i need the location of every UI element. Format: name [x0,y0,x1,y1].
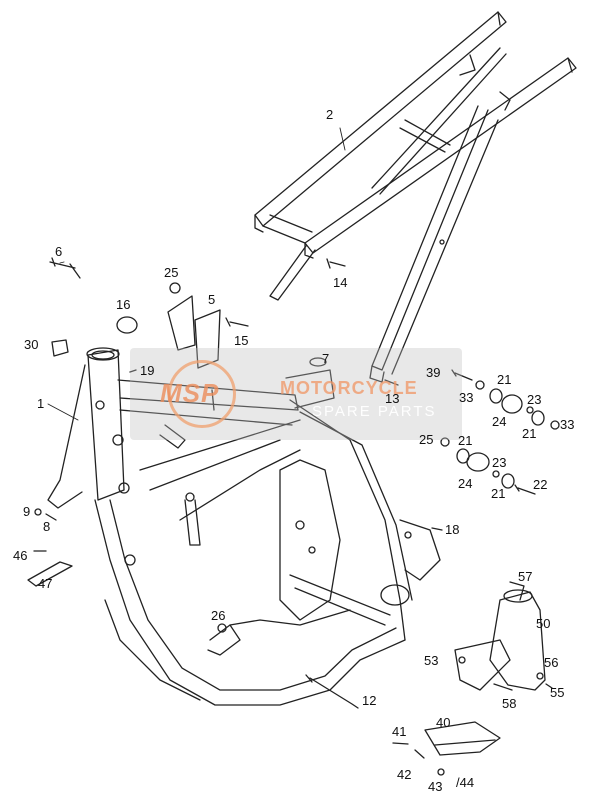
part-label-7: 7 [322,351,330,366]
small-hardware [27,257,560,776]
part-label-21c: 21 [458,433,473,448]
part-label-13: 13 [385,391,400,406]
part-label-25b: 25 [419,432,434,447]
watermark-badge-text: MSP [160,378,220,408]
part-label-33b: 33 [560,417,575,432]
part-label-21d: 21 [491,486,506,501]
part-label-6: 6 [55,244,63,259]
part-label-47: 47 [38,576,53,591]
watermark-panel: MSP MOTORCYCLE SPARE PARTS [130,348,462,440]
part-label-39: 39 [426,365,441,380]
part-label-26: 26 [211,608,226,623]
part-label-21a: 21 [497,372,512,387]
part-label-25a: 25 [164,265,179,280]
part-label-15: 15 [234,333,249,348]
part-label-16: 16 [116,297,131,312]
part-label-42: 42 [397,767,412,782]
main-frame-part [47,347,441,706]
watermark-subtitle: SPARE PARTS [312,403,437,420]
part-label-56: 56 [544,655,559,670]
part-label-5: 5 [208,292,216,307]
leader-lines [47,127,346,421]
part-label-40: 40 [436,715,451,730]
part-label-57: 57 [518,569,533,584]
part-label-43: 43 [428,779,443,794]
part-label-23a: 23 [527,392,542,407]
part-label-53: 53 [424,653,439,668]
subframe-part [254,11,577,383]
part-label-23b: 23 [492,455,507,470]
part-label-46: 46 [13,548,28,563]
part-label-2: 2 [326,107,334,122]
part-label-41: 41 [392,724,407,739]
part-label-8: 8 [43,519,51,534]
part-label-1: 1 [37,396,45,411]
part-label-14: 14 [333,275,348,290]
part-label-24b: 24 [458,476,473,491]
part-label-9: 9 [23,504,31,519]
part-label-55: 55 [550,685,565,700]
watermark-badge-icon [168,360,236,428]
part-label-44: /44 [456,775,475,790]
part-label-19: 19 [140,363,155,378]
part-label-22: 22 [533,477,548,492]
part-label-24a: 24 [492,414,507,429]
part-label-18: 18 [445,522,460,537]
watermark-title: MOTORCYCLE [280,378,418,398]
part-label-21b: 21 [522,426,537,441]
part-label-12: 12 [362,693,377,708]
part-label-58: 58 [502,696,517,711]
part-label-33a: 33 [459,390,474,405]
part-label-30: 30 [24,337,39,352]
part-label-50: 50 [536,616,551,631]
